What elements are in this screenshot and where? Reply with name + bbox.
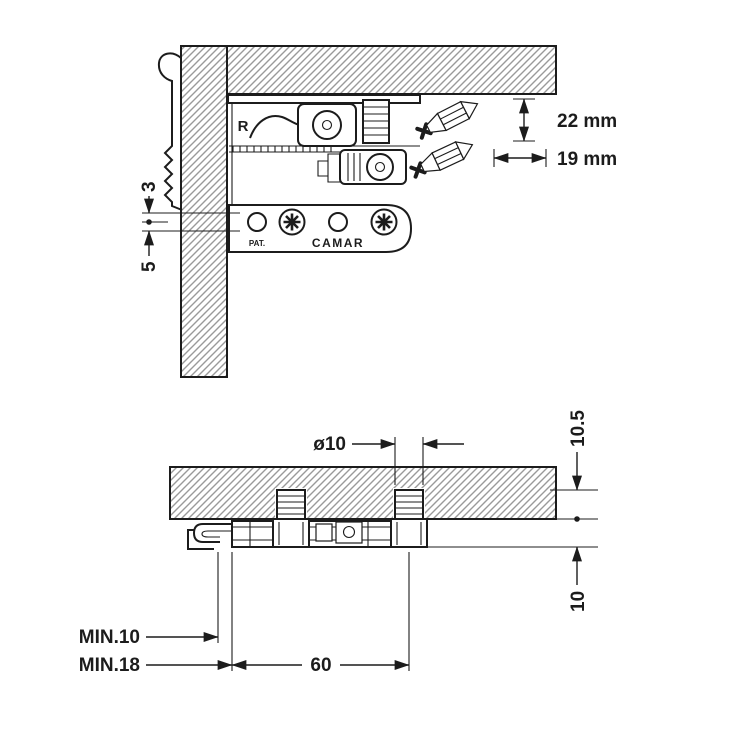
phillips-bit-icon [407, 134, 479, 183]
cabinet-panel-section [169, 466, 557, 520]
dim-10-5-label: 10.5 [568, 410, 589, 447]
height-cam-assembly [297, 99, 390, 147]
depth-adjust-screw [366, 153, 394, 181]
lever-wire [249, 115, 305, 139]
dim-19mm-label: 19 mm [557, 149, 617, 170]
front-hook [187, 523, 232, 550]
bracket-body-section [231, 518, 428, 548]
cam-detail [315, 523, 333, 542]
side-view-figure: R PAT. CAMAR [139, 45, 617, 378]
bracket-top-plate [227, 94, 421, 104]
fixing-screw-icon [278, 208, 306, 236]
dim-depth-and-height: 10.5 10 [428, 410, 598, 612]
expansion-plug-right [394, 489, 424, 520]
plug-ribs [277, 495, 305, 515]
dim-vertical-adjust: 22 mm [513, 98, 617, 142]
dim-depth-adjust: 19 mm [493, 149, 617, 170]
suspension-rail-profile [157, 52, 183, 211]
dim-22mm-label: 22 mm [557, 111, 617, 132]
dim-60-label: 60 [310, 655, 331, 676]
section-view-figure: ø10 10.5 10 MIN.10 MIN.18 60 [79, 410, 598, 676]
dim-hole-offsets: 3 5 [139, 181, 240, 272]
dim-min18-label: MIN.18 [79, 655, 140, 676]
plug-base-right [390, 518, 428, 548]
dim-5-label: 5 [139, 261, 160, 272]
reference-dot [146, 219, 152, 225]
screw-axis [374, 161, 386, 173]
serrated-rail [232, 146, 332, 152]
dim-min10-label: MIN.10 [79, 627, 140, 648]
plug-base-left [272, 518, 310, 548]
dim-minimum-distances: MIN.10 MIN.18 60 [79, 552, 410, 676]
cam-disc [312, 110, 342, 140]
phillips-bit-icon [413, 93, 484, 144]
dim-3-label: 3 [139, 181, 160, 192]
reference-dot [574, 516, 580, 522]
cabinet-top-panel [226, 45, 557, 95]
plug-ribs [395, 495, 423, 515]
mounting-hole [328, 212, 348, 232]
dim-10-label: 10 [568, 591, 589, 612]
knurl-lines [347, 153, 361, 181]
mounting-hole [247, 212, 267, 232]
screw-thread-lines [364, 106, 388, 136]
pat-label: PAT. [249, 239, 265, 248]
cam-axis [321, 119, 333, 131]
step-bracket [317, 153, 340, 183]
dim-plug-diameter: ø10 [313, 434, 464, 485]
cabinet-side-panel [180, 45, 228, 378]
brand-label: CAMAR [312, 236, 364, 250]
marking-r: R [238, 118, 249, 135]
base-plate [228, 204, 413, 253]
cam-detail [335, 521, 363, 544]
dim-diameter-label: ø10 [313, 434, 346, 455]
expansion-plug-left [276, 489, 306, 520]
fixing-screw-icon [370, 208, 398, 236]
depth-cam-assembly [317, 149, 407, 185]
